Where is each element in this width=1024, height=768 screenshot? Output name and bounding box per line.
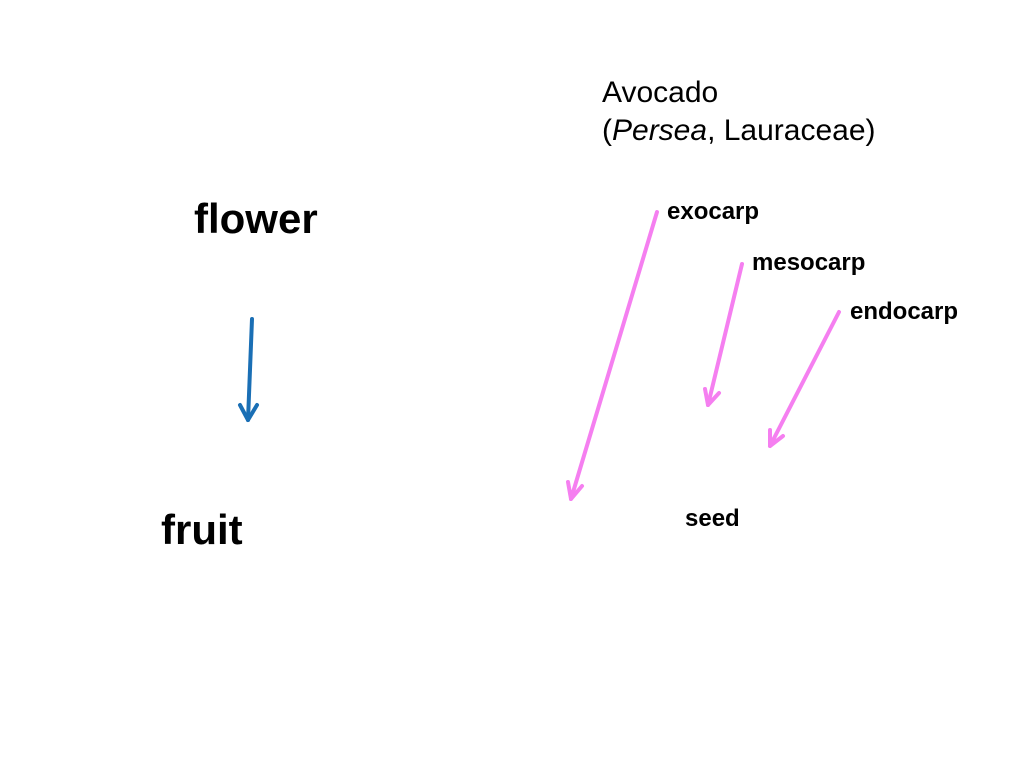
fruit-label: fruit [161,506,243,553]
title-genus: Persea [612,114,708,147]
exocarp-label: exocarp [667,198,760,225]
fruit-title: Avocado (Persea, Lauraceae) [602,74,876,150]
exocarp-pointer-arrow [566,210,659,501]
endocarp-pointer-arrow [768,310,841,448]
flower-to-fruit-arrow [238,317,259,422]
seed-label: seed [685,505,740,532]
endocarp-label: endocarp [850,298,959,325]
mesocarp-pointer-arrow [703,262,744,407]
mesocarp-label: mesocarp [752,249,866,276]
flower-label: flower [194,195,318,242]
title-open-paren: ( [602,114,612,147]
title-line-common-name: Avocado [602,76,719,109]
title-line-taxonomy: (Persea, Lauraceae) [602,112,876,150]
title-family: , Lauraceae) [707,114,876,147]
